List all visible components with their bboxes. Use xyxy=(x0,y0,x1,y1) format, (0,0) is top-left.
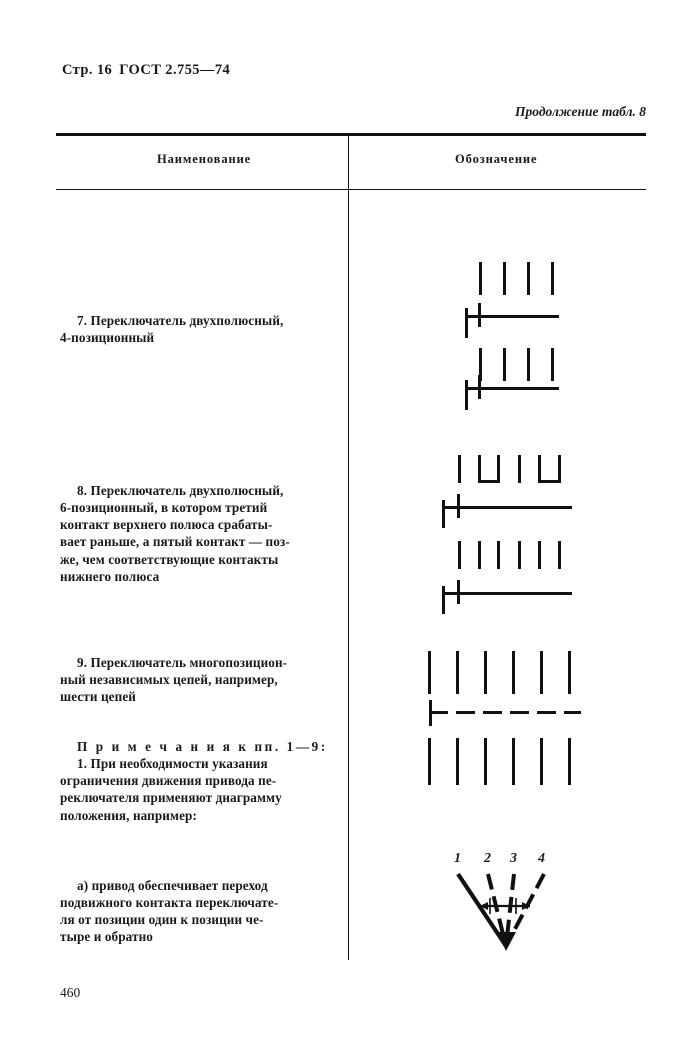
contact-tick xyxy=(479,262,482,295)
table-top-rule xyxy=(56,133,646,136)
table-header-rule xyxy=(56,189,646,191)
circuit-contact-tick xyxy=(484,738,488,785)
position-diagram-rays xyxy=(456,872,546,951)
table-column-divider xyxy=(348,136,350,960)
contact-tick xyxy=(518,541,521,569)
circuit-contact-tick xyxy=(428,738,432,785)
row-item-7-text: 7. Переключатель двухполюсный, 4-позицио… xyxy=(60,312,332,346)
actuator-stem xyxy=(442,586,446,614)
page-header: Стр. 16 ГОСТ 2.755—74 xyxy=(62,62,230,79)
contact-tick xyxy=(479,348,482,381)
contact-tick xyxy=(458,455,461,483)
notes-line-4: положения, например: xyxy=(60,807,197,823)
position-label-4: 4 xyxy=(538,851,545,866)
page-folio: 460 xyxy=(60,985,81,1000)
column-header-symbol: Обозначение xyxy=(455,152,538,166)
contact-tick xyxy=(527,262,530,295)
note-a-line-4: тыре и обратно xyxy=(60,929,153,945)
actuator-cross-tick xyxy=(478,375,481,399)
contact-tick xyxy=(527,348,530,381)
item-8-line-5: же, чем соответствующие контакты xyxy=(60,551,279,567)
contact-bracket-link xyxy=(478,480,500,483)
note-a-line-3: ля от позиции один к позиции че- xyxy=(60,912,264,928)
note-a-line-2: подвижного контакта переключате- xyxy=(60,895,279,911)
contact-tick xyxy=(478,541,481,569)
circuit-contact-tick xyxy=(568,738,572,785)
symbol-position-diagram: 1 2 3 4 xyxy=(438,852,568,957)
row-item-8-text: 8. Переключатель двухполюсный, 6-позицио… xyxy=(60,482,332,585)
notes-block: П р и м е ч а н и я к пп. 1—9: 1. При не… xyxy=(60,738,332,824)
notes-line-2: ограничения движения привода пе- xyxy=(60,773,277,789)
notes-line-1: 1. При необходимости указания xyxy=(77,756,268,772)
actuator-bar xyxy=(465,315,559,319)
row-item-9-text: 9. Переключатель многопозицион- ный неза… xyxy=(60,654,332,705)
circuit-contact-tick xyxy=(512,738,516,785)
circuit-contact-tick xyxy=(568,651,572,694)
actuator-bar xyxy=(442,592,572,596)
contact-tick xyxy=(497,455,500,483)
contact-tick xyxy=(558,455,561,483)
item-9-line-3: шести цепей xyxy=(60,689,136,705)
item-7-line-1: 7. Переключатель двухполюсный, xyxy=(77,313,284,328)
actuator-bar xyxy=(442,506,572,510)
notes-line-3: реключателя применяют диаграмму xyxy=(60,790,282,806)
item-8-line-6: нижнего полюса xyxy=(60,568,160,584)
column-header-name: Наименование xyxy=(157,152,252,166)
travel-arrow-head-right xyxy=(522,902,530,910)
circuit-contact-tick xyxy=(484,651,488,694)
item-7-line-2: 4-позиционный xyxy=(60,330,155,346)
table-continuation-label: Продолжение табл. 8 xyxy=(515,104,646,119)
actuator-cross-tick xyxy=(478,303,481,327)
page-number-label: Стр. 16 xyxy=(62,62,113,78)
circuit-contact-tick xyxy=(512,651,516,694)
actuator-dashed-bar xyxy=(429,711,581,715)
contact-tick xyxy=(551,262,554,295)
item-8-line-4: вает раньше, а пятый контакт — поз- xyxy=(60,534,290,550)
circuit-contact-tick xyxy=(540,738,544,785)
contact-tick xyxy=(497,541,500,569)
actuator-bar xyxy=(465,387,559,391)
note-a-text: а) привод обеспечивает переход подвижног… xyxy=(60,877,332,946)
circuit-contact-tick xyxy=(456,651,460,694)
contact-bracket-link xyxy=(538,480,560,483)
contact-tick xyxy=(538,541,541,569)
contact-tick xyxy=(558,541,561,569)
contact-tick xyxy=(538,455,541,483)
note-a-line-1: а) привод обеспечивает переход xyxy=(77,878,268,893)
contact-tick xyxy=(503,348,506,381)
circuit-contact-tick xyxy=(456,738,460,785)
item-8-line-3: контакт верхнего полюса срабаты- xyxy=(60,517,273,533)
standard-number: ГОСТ 2.755—74 xyxy=(119,62,231,78)
contact-tick xyxy=(478,455,481,483)
travel-arrow-head-left xyxy=(480,902,488,910)
contact-tick xyxy=(503,262,506,295)
position-apex-arrow xyxy=(497,932,516,951)
notes-heading: П р и м е ч а н и я к пп. 1—9: xyxy=(77,739,328,754)
actuator-stem xyxy=(465,380,469,410)
position-label-1: 1 xyxy=(454,851,461,866)
item-9-line-2: ный независимых цепей, например, xyxy=(60,672,278,688)
position-label-3: 3 xyxy=(510,851,517,866)
position-label-2: 2 xyxy=(484,851,491,866)
actuator-stem xyxy=(465,308,469,338)
contact-tick xyxy=(458,541,461,569)
contact-tick xyxy=(551,348,554,381)
circuit-contact-tick xyxy=(540,651,544,694)
actuator-stem xyxy=(442,500,446,528)
item-8-line-2: 6-позиционный, в котором третий xyxy=(60,500,268,516)
contact-tick xyxy=(518,455,521,483)
circuit-contact-tick xyxy=(428,651,432,694)
position-ray-4 xyxy=(504,873,546,947)
actuator-cross-tick xyxy=(457,580,460,604)
item-8-line-1: 8. Переключатель двухполюсный, xyxy=(77,483,284,498)
item-9-line-1: 9. Переключатель многопозицион- xyxy=(77,655,288,670)
actuator-cross-tick xyxy=(457,494,460,518)
